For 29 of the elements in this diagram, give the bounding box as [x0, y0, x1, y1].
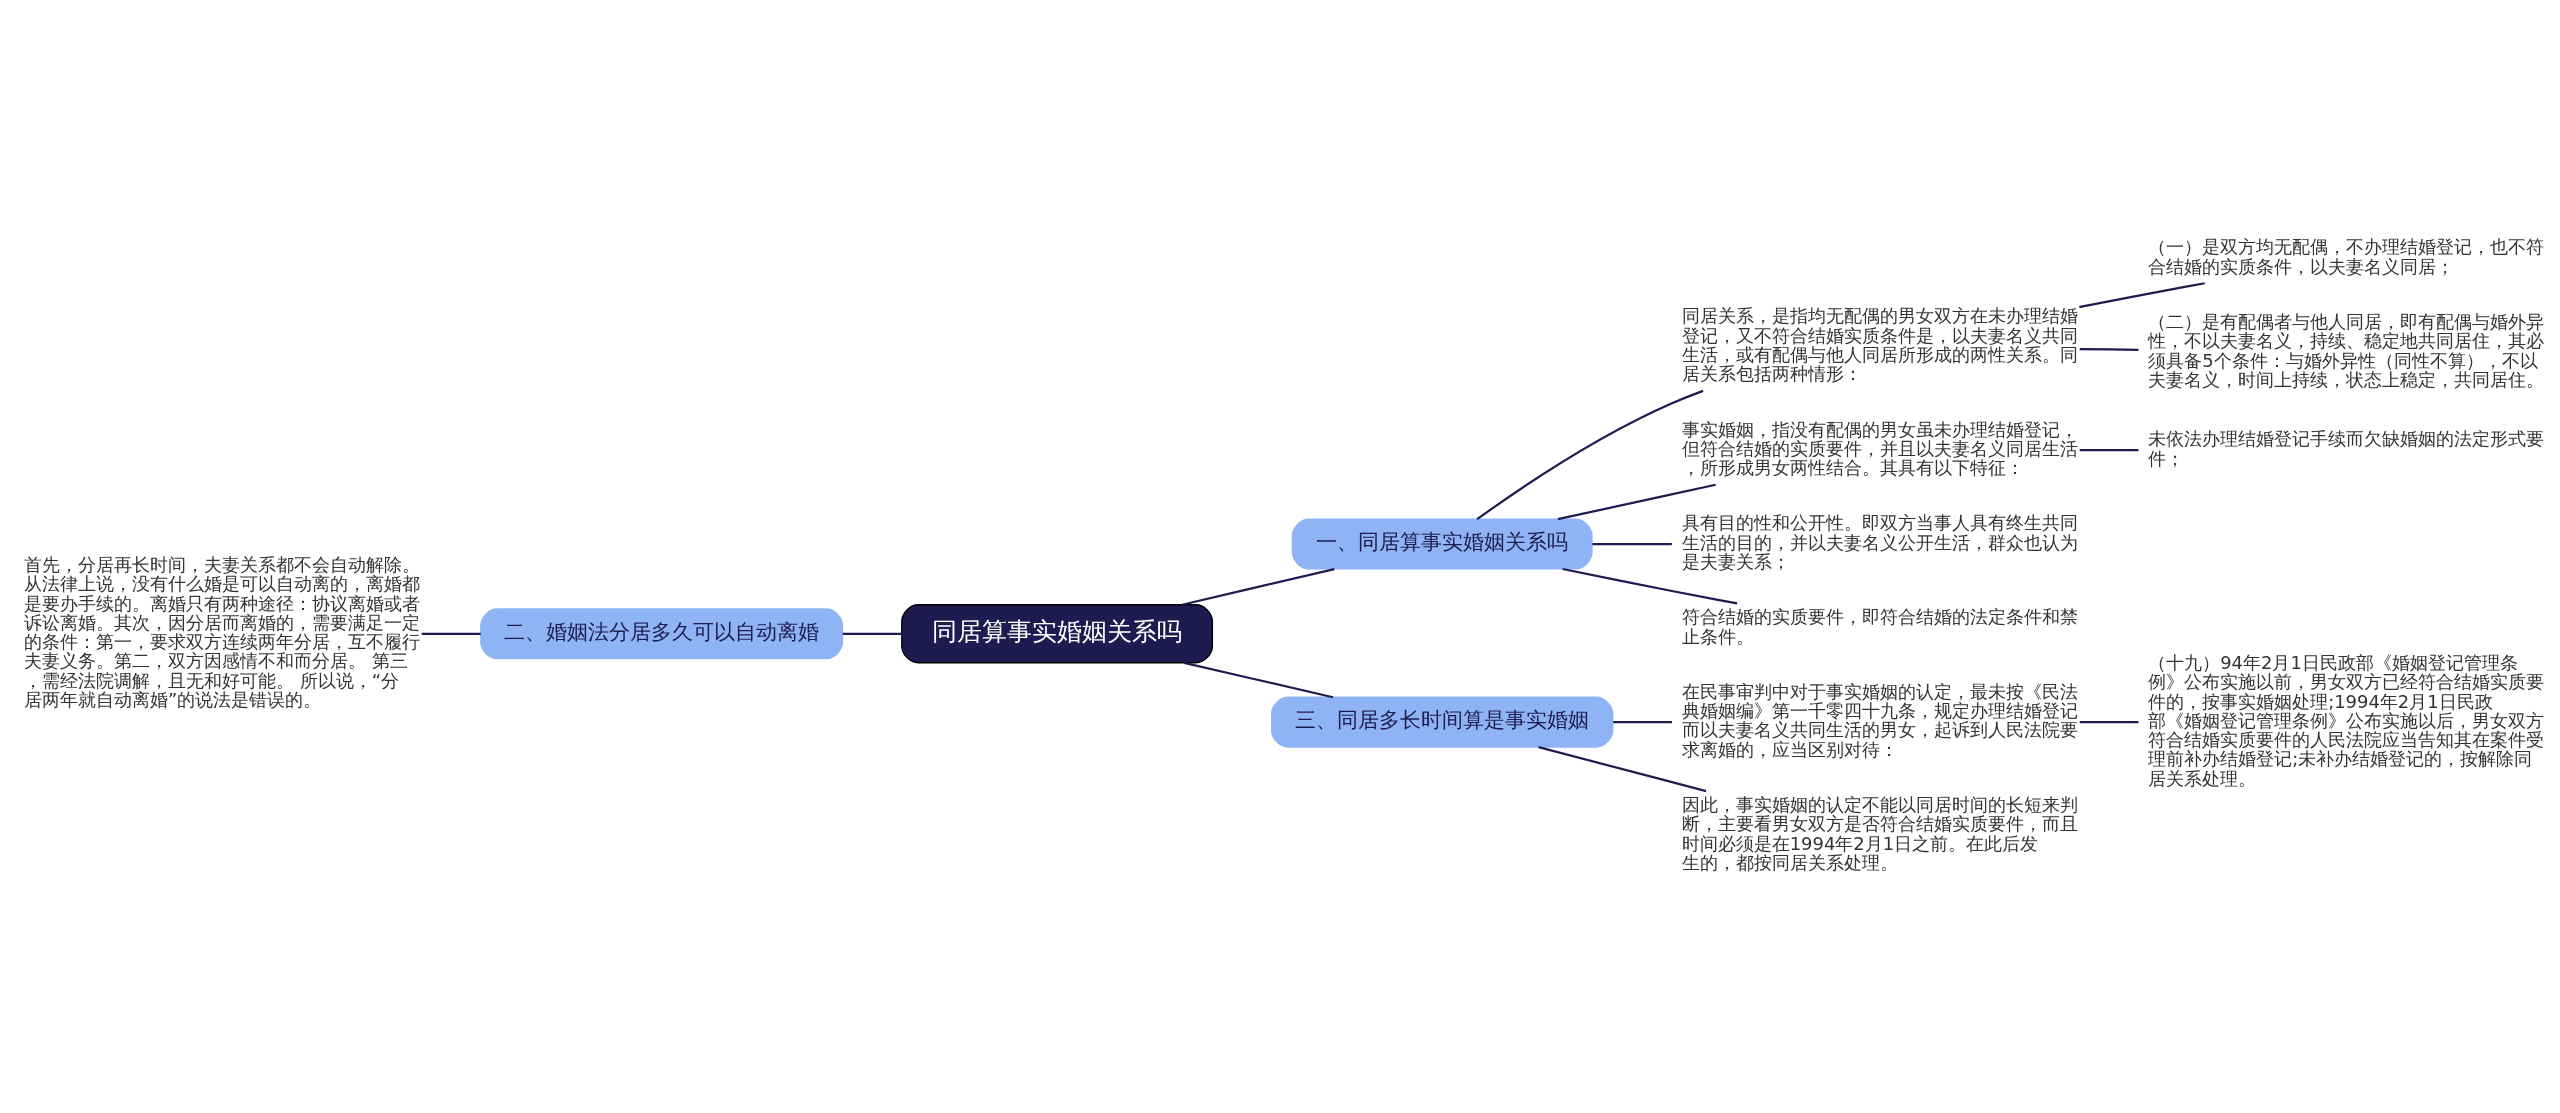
connector	[2079, 721, 2139, 724]
node-text: 首先，分居再长时间，夫妻关系都不会自动解除。从法律上说，没有什么婚是可以自动离的，离婚都是要办手续的。离婚只有两种途径：协议离婚或者诉讼离婚。其次，因分居而离婚的，需要满足一定的条件：第一，要求双方连续两年分居，互不履行夫妻义务。第二，双方因感情不和而分居。 第三，需经法院调解，且无和好可能。 所以说，“分居两年就自动离婚”的说法是错误的。	[23, 553, 420, 711]
node-text: （二）是有配偶者与他人同居，即有配偶与婚外异性，不以夫妻名义，持续、稳定地共同居住，其必须具备5个条件：与婚外异性（同性不算），不以夫妻名义，时间上持续，状态上稳定，共同居住。	[2148, 310, 2545, 390]
node-text: 事实婚姻，指没有配偶的男女虽未办理结婚登记，但符合结婚的实质要件，并且以夫妻名义同居生活，所形成男女两性结合。其具有以下特征：	[1681, 418, 2078, 479]
node-box: 三、同居多长时间算是事实婚姻	[1271, 696, 1614, 748]
node-text: 具有目的性和公开性。即双方当事人具有终生共同生活的目的，并以夫妻名义公开生活，群众也认为是夫妻关系；	[1681, 512, 2078, 573]
connector	[421, 632, 481, 635]
node-box: 同居算事实婚姻关系吗	[901, 604, 1214, 664]
node-text: 符合结婚的实质要件，即符合结婚的法定条件和禁止条件。	[1681, 606, 2078, 647]
connector	[1562, 567, 1738, 605]
connector	[2079, 348, 2139, 351]
connector	[1592, 542, 1672, 546]
connector	[1538, 746, 1707, 793]
node-text: （一）是双方均无配偶，不办理结婚登记，也不符合结婚的实质条件，以夫妻名义同居；	[2148, 236, 2545, 277]
connector	[2079, 449, 2139, 452]
node-text: 在民事审判中对于事实婚姻的认定，最未按《民法典婚姻编》第一千零四十九条，规定办理结婚登记而以夫妻名义共同生活的男女，起诉到人民法院要求离婚的，应当区别对待：	[1681, 680, 2078, 760]
connector	[1181, 568, 1335, 606]
node-text: （十九）94年2月1日民政部《婚姻登记管理条例》公布实施以前，男女双方已经符合结婚实质要件的，按事实婚姻处理;1994年2月1日民政部《婚姻登记管理条例》公布实施以后，男女双方符合结婚实质要件的人民法院应当告知其在案件受理前补办结婚登记;未补办结婚登记的，按解除同居关系处理。	[2148, 651, 2545, 789]
node-box: 二、婚姻法分居多久可以自动离婚	[480, 608, 844, 660]
connector	[1613, 721, 1672, 724]
connector	[842, 632, 902, 635]
connector	[2079, 282, 2205, 309]
node-text: 同居关系，是指均无配偶的男女双方在未办理结婚登记，又不符合结婚实质条件是，以夫妻名义共同生活，或有配偶与他人同居所形成的两性关系。同居关系包括两种情形：	[1681, 305, 2078, 385]
node-box: 一、同居算事实婚姻关系吗	[1291, 518, 1593, 570]
connector	[1183, 661, 1334, 699]
connector	[1476, 389, 1704, 521]
connector	[1557, 483, 1716, 521]
node-text: 因此，事实婚姻的认定不能以同居时间的长短来判断，主要看男女双方是否符合结婚实质要件，而且时间必须是在1994年2月1日之前。在此后发生的，都按同居关系处理。	[1681, 794, 2078, 873]
node-text: 未依法办理结婚登记手续而欠缺婚姻的法定形式要件；	[2148, 428, 2545, 469]
